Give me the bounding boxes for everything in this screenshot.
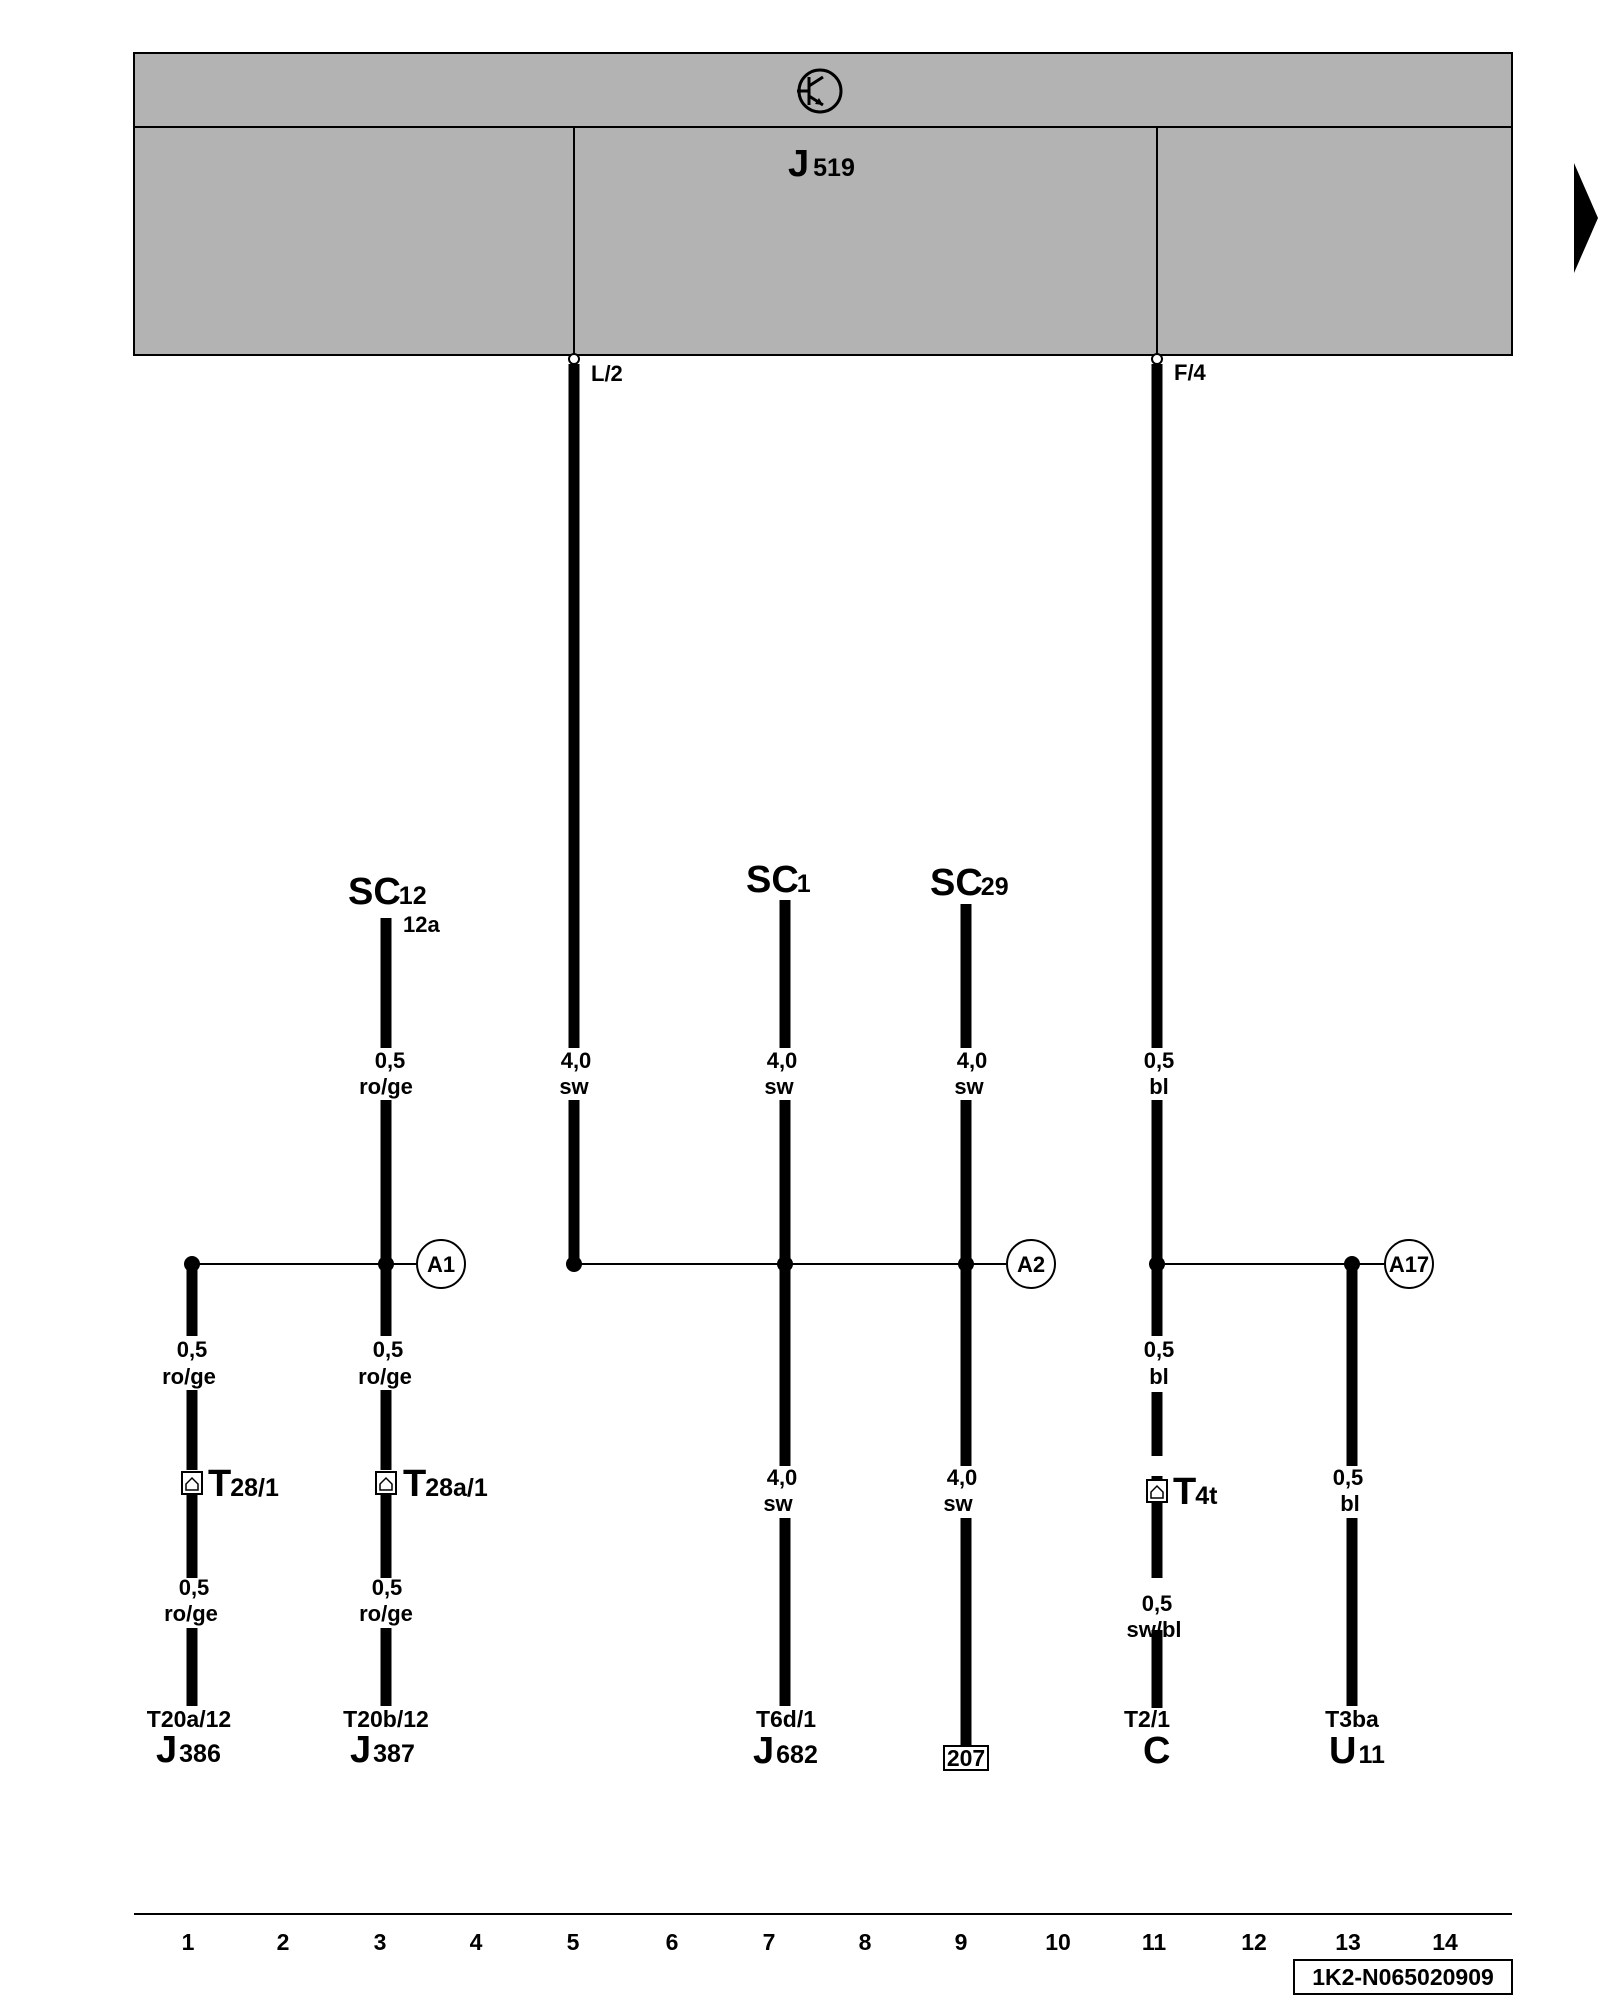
column-number: 5 bbox=[567, 1929, 580, 1955]
connector-t28a[interactable]: T28a/1 bbox=[375, 1463, 488, 1505]
wire-gauge: 0,5 bbox=[179, 1575, 210, 1600]
control-unit-name: J bbox=[788, 143, 809, 185]
terminal-j386-pin: T20a/12 bbox=[147, 1706, 231, 1732]
junction-dot bbox=[958, 1256, 974, 1272]
junction-dot bbox=[378, 1256, 394, 1272]
splice-a2[interactable]: A2 bbox=[1006, 1239, 1056, 1289]
wire-gauge: 4,0 bbox=[947, 1465, 978, 1490]
connector-t4t-label: T4t bbox=[1173, 1471, 1218, 1513]
terminal-j386[interactable]: J386 bbox=[156, 1729, 221, 1771]
wire-color: sw bbox=[943, 1491, 973, 1516]
wire-gauge: 0,5 bbox=[375, 1048, 406, 1073]
wire-color: sw bbox=[763, 1491, 793, 1516]
junction-dot bbox=[184, 1256, 200, 1272]
terminal-c-pin: T2/1 bbox=[1124, 1706, 1170, 1732]
column-number: 1 bbox=[182, 1929, 195, 1955]
column-number: 11 bbox=[1142, 1929, 1167, 1955]
connector-t4t[interactable]: T4t bbox=[1146, 1471, 1218, 1513]
junction-dot bbox=[566, 1256, 582, 1272]
column-number: 9 bbox=[955, 1929, 968, 1955]
fuse-sc12-pin: 12a bbox=[403, 912, 440, 937]
wire-color: bl bbox=[1340, 1491, 1360, 1516]
fuse-sc1: SC1 bbox=[746, 859, 811, 901]
wire-color: bl bbox=[1149, 1364, 1169, 1389]
document-id: 1K2-N065020909 bbox=[1312, 1964, 1494, 1990]
wire-gauge: 0,5 bbox=[1144, 1048, 1175, 1073]
terminal-j387-pin: T20b/12 bbox=[343, 1706, 429, 1732]
wire-gauge: 4,0 bbox=[561, 1048, 592, 1073]
splice-a1[interactable]: A1 bbox=[416, 1239, 466, 1289]
column-number: 10 bbox=[1045, 1929, 1071, 1955]
terminal-u11[interactable]: U11 bbox=[1329, 1730, 1385, 1772]
column-number: 6 bbox=[666, 1929, 679, 1955]
wire-color: sw bbox=[559, 1074, 589, 1099]
splice-label-a17: A17 bbox=[1389, 1252, 1429, 1277]
column-number: 7 bbox=[763, 1929, 776, 1955]
terminal-j387[interactable]: J387 bbox=[350, 1729, 415, 1771]
wire-gauge: 0,5 bbox=[1333, 1465, 1364, 1490]
wire-color: ro/ge bbox=[359, 1074, 413, 1099]
column-number: 3 bbox=[374, 1929, 387, 1955]
junction-dot bbox=[777, 1256, 793, 1272]
column-numbers: 1 2 3 4 5 6 7 8 9 10 11 12 13 14 bbox=[182, 1929, 1458, 1955]
document-id-box: 1K2-N065020909 bbox=[1293, 1959, 1513, 1995]
terminal-j682-pin: T6d/1 bbox=[756, 1706, 816, 1732]
wire-gauge: 0,5 bbox=[372, 1575, 403, 1600]
ground-point-207[interactable]: 207 bbox=[943, 1745, 989, 1771]
wire-gauge: 4,0 bbox=[957, 1048, 988, 1073]
wire-gauge: 0,5 bbox=[1142, 1591, 1173, 1616]
junction-dot bbox=[1344, 1256, 1360, 1272]
wire-gauge: 4,0 bbox=[767, 1465, 798, 1490]
column-number: 14 bbox=[1432, 1929, 1458, 1955]
connector-t28-label: T28/1 bbox=[208, 1463, 279, 1505]
terminal-j682[interactable]: J682 bbox=[753, 1730, 818, 1772]
connector-t28a-label: T28a/1 bbox=[403, 1463, 488, 1505]
fuse-sc29: SC29 bbox=[930, 862, 1009, 904]
splice-a17[interactable]: A17 bbox=[1384, 1239, 1434, 1289]
junction-dot bbox=[1149, 1256, 1165, 1272]
wire-gauge: 0,5 bbox=[373, 1337, 404, 1362]
wire-gauge: 0,5 bbox=[1144, 1337, 1175, 1362]
wire-color: sw bbox=[764, 1074, 794, 1099]
wire-color: ro/ge bbox=[359, 1601, 413, 1626]
wire-color: bl bbox=[1149, 1074, 1169, 1099]
column-number: 4 bbox=[470, 1929, 483, 1955]
continuation-arrow-icon[interactable] bbox=[1574, 163, 1598, 273]
wire-color: ro/ge bbox=[164, 1601, 218, 1626]
pin-label-f4: F/4 bbox=[1174, 360, 1207, 385]
connector-t28[interactable]: T28/1 bbox=[181, 1463, 279, 1505]
column-number: 8 bbox=[859, 1929, 872, 1955]
ground-point-label: 207 bbox=[947, 1745, 985, 1771]
wire-color: ro/ge bbox=[358, 1364, 412, 1389]
terminal-u11-pin: T3ba bbox=[1325, 1706, 1379, 1732]
wire-color: ro/ge bbox=[162, 1364, 216, 1389]
control-unit-sub: 519 bbox=[813, 154, 855, 182]
transistor-symbol-icon bbox=[797, 68, 843, 114]
column-number: 13 bbox=[1335, 1929, 1361, 1955]
splice-label-a1: A1 bbox=[427, 1252, 455, 1277]
wire-color: sw/bl bbox=[1126, 1617, 1181, 1642]
column-number: 12 bbox=[1241, 1929, 1267, 1955]
wire-gauge: 4,0 bbox=[767, 1048, 798, 1073]
wire-color: sw bbox=[954, 1074, 984, 1099]
fuse-sc12: SC12 bbox=[348, 871, 427, 913]
pin-label-l2: L/2 bbox=[591, 361, 623, 386]
column-number: 2 bbox=[277, 1929, 290, 1955]
splice-label-a2: A2 bbox=[1017, 1252, 1045, 1277]
wire-gauge: 0,5 bbox=[177, 1337, 208, 1362]
terminal-c[interactable]: C bbox=[1143, 1730, 1170, 1772]
